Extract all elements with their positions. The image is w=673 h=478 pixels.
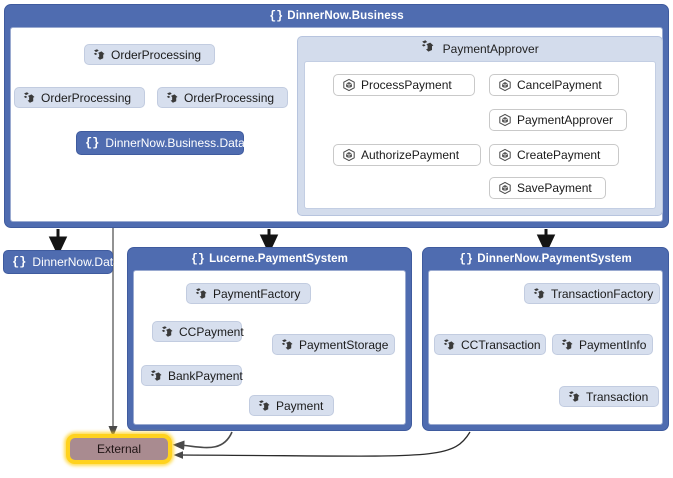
namespace-panel-label: DinnerNow.Business <box>287 10 404 22</box>
namespace-panel-title: {}Lucerne.PaymentSystem <box>128 248 411 270</box>
type-node-label: BankPayment <box>168 368 243 383</box>
method-node-savepayment[interactable]: SavePayment <box>489 177 606 199</box>
type-node-ccpayment[interactable]: CCPayment <box>152 321 244 342</box>
type-node-label: PaymentInfo <box>579 337 647 352</box>
class-icon <box>561 338 574 351</box>
namespace-panel-label: DinnerNow.PaymentSystem <box>477 253 632 265</box>
group-label: PaymentApprover <box>442 42 539 56</box>
type-node-label: Transaction <box>586 389 649 404</box>
class-icon <box>568 390 581 403</box>
type-node-transaction[interactable]: Transaction <box>559 386 659 407</box>
namespace-node-dinnernow-data[interactable]: {} DinnerNow.Data <box>3 250 120 274</box>
class-icon <box>258 399 271 412</box>
edge-lucerne-to-external <box>172 431 233 451</box>
type-node-orderprocessing[interactable]: OrderProcessing <box>14 87 145 108</box>
method-node-label: SavePayment <box>517 181 592 195</box>
method-icon <box>498 181 512 195</box>
type-node-cctransaction[interactable]: CCTransaction <box>434 334 546 355</box>
method-node-authorizepayment[interactable]: AuthorizePayment <box>333 144 481 166</box>
external-node[interactable]: External <box>66 434 172 464</box>
namespace-node-label: DinnerNow.Data <box>32 255 120 269</box>
type-node-label: CCPayment <box>179 324 244 339</box>
namespace-panel-title: {}DinnerNow.Business <box>5 5 668 27</box>
method-node-label: PaymentApprover <box>517 113 614 127</box>
method-node-label: CancelPayment <box>517 78 602 92</box>
method-node-label: AuthorizePayment <box>361 148 460 162</box>
type-node-orderprocessing[interactable]: OrderProcessing <box>84 44 215 65</box>
group-title: PaymentApprover <box>298 37 662 61</box>
type-node-label: OrderProcessing <box>184 90 275 105</box>
method-icon <box>498 148 512 162</box>
method-icon <box>342 148 356 162</box>
braces-icon: {} <box>269 10 284 23</box>
braces-icon: {} <box>459 253 474 266</box>
type-node-bankpayment[interactable]: BankPayment <box>141 365 243 386</box>
class-icon <box>150 369 163 382</box>
namespace-node-dinnernow-business-data[interactable]: {} DinnerNow.Business.Data <box>76 131 245 155</box>
type-node-paymentfactory[interactable]: PaymentFactory <box>186 283 311 304</box>
namespace-node-label: DinnerNow.Business.Data <box>105 136 245 150</box>
type-node-paymentinfo[interactable]: PaymentInfo <box>552 334 653 355</box>
namespace-panel-label: Lucerne.PaymentSystem <box>209 253 348 265</box>
namespace-panel-title: {}DinnerNow.PaymentSystem <box>423 248 668 270</box>
method-node-processpayment[interactable]: ProcessPayment <box>333 74 475 96</box>
class-icon <box>93 48 106 61</box>
type-node-label: PaymentStorage <box>299 337 389 352</box>
class-icon <box>195 287 208 300</box>
method-icon <box>498 78 512 92</box>
type-node-label: TransactionFactory <box>551 286 654 301</box>
type-node-label: Payment <box>276 398 324 413</box>
class-icon <box>421 39 435 53</box>
type-node-orderprocessing[interactable]: OrderProcessing <box>157 87 288 108</box>
type-node-payment[interactable]: Payment <box>249 395 334 416</box>
method-node-label: ProcessPayment <box>361 78 452 92</box>
method-icon <box>498 113 512 127</box>
type-node-label: CCTransaction <box>461 337 541 352</box>
method-node-label: CreatePayment <box>517 148 601 162</box>
edge-dinnernow-paymentsystem-to-external <box>173 431 471 459</box>
class-icon <box>281 338 294 351</box>
external-node-label: External <box>96 442 142 456</box>
braces-icon: {} <box>191 253 206 266</box>
braces-icon: {} <box>85 136 100 150</box>
class-icon <box>23 91 36 104</box>
type-node-paymentstorage[interactable]: PaymentStorage <box>272 334 395 355</box>
method-node-cancelpayment[interactable]: CancelPayment <box>489 74 619 96</box>
method-node-paymentapprover[interactable]: PaymentApprover <box>489 109 627 131</box>
braces-icon: {} <box>12 255 27 269</box>
class-icon <box>166 91 179 104</box>
method-icon <box>342 78 356 92</box>
class-icon <box>533 287 546 300</box>
type-node-transactionfactory[interactable]: TransactionFactory <box>524 283 660 304</box>
class-icon <box>161 325 174 338</box>
type-node-label: OrderProcessing <box>111 47 202 62</box>
type-node-label: PaymentFactory <box>213 286 301 301</box>
method-node-createpayment[interactable]: CreatePayment <box>489 144 619 166</box>
type-node-label: OrderProcessing <box>41 90 132 105</box>
class-icon <box>443 338 456 351</box>
